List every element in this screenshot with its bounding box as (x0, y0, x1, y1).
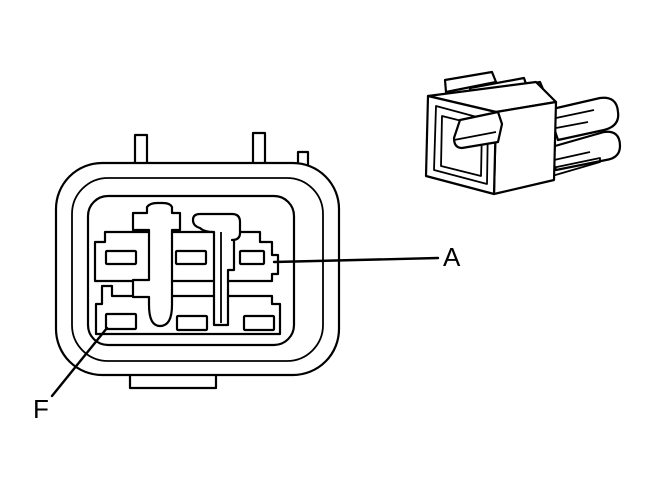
iso-housing-side (492, 100, 558, 196)
leader-line-f (50, 326, 109, 398)
housing-inner-rim (71, 177, 324, 362)
rear-terminal-lower (546, 130, 622, 172)
right-locking-latch (191, 212, 242, 327)
left-locking-latch (131, 201, 182, 328)
callout-label-f: F (33, 394, 49, 424)
top-rib-rear (443, 70, 498, 94)
callout-a: A (272, 242, 461, 272)
callout-f: F (33, 326, 109, 424)
lower-terminal-slots (104, 312, 276, 332)
connector-isometric-view (424, 70, 622, 196)
callout-label-a: A (443, 242, 461, 272)
upper-terminal-slots (104, 249, 266, 266)
iso-front-opening (433, 105, 489, 185)
leader-line-a (272, 256, 440, 264)
rear-terminal-body (546, 96, 620, 142)
connector-face-view (54, 131, 341, 390)
